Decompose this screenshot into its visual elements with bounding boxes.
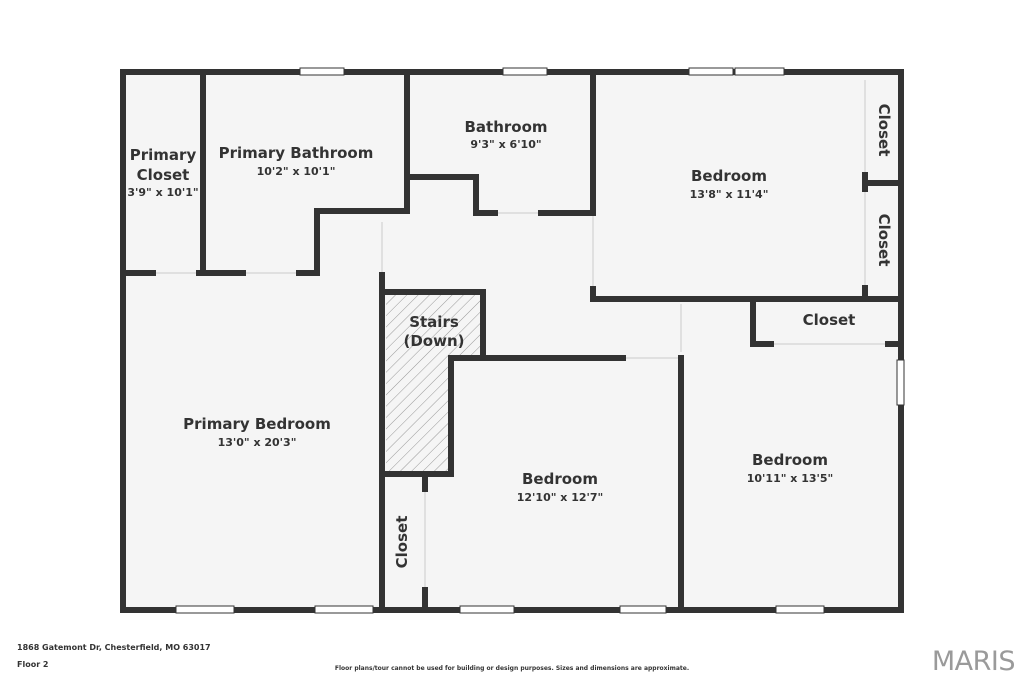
primary-closet-label-2: Closet [137,166,190,184]
primary-bathroom-label: Primary Bathroom [219,144,374,162]
floor-label: Floor 2 [17,660,49,669]
bedroom-center-label: Bedroom [522,470,598,488]
stairs-label-1: Stairs [409,313,459,331]
closet-ne-1-label: Closet [875,104,893,157]
primary-bedroom-label: Primary Bedroom [183,415,331,433]
bathroom-label: Bathroom [464,118,547,136]
closet-sw-label: Closet [393,516,411,569]
bathroom-dims: 9'3" x 6'10" [470,138,541,151]
closet-east-label: Closet [803,311,856,329]
disclaimer-text: Floor plans/tour cannot be used for buil… [334,665,690,672]
primary-closet-dims: 3'9" x 10'1" [127,186,198,199]
bedroom-se-dims: 10'11" x 13'5" [747,472,834,485]
bedroom-ne-label: Bedroom [691,167,767,185]
closet-ne-2-label: Closet [875,214,893,267]
primary-bathroom-dims: 10'2" x 10'1" [257,165,336,178]
stairs-hatch [386,293,483,472]
bedroom-ne-dims: 13'8" x 11'4" [690,188,769,201]
bedroom-center-dims: 12'10" x 12'7" [517,491,604,504]
door-edges [156,80,885,587]
stairs-label-2: (Down) [403,332,464,350]
windows-and-openings [175,67,905,614]
bedroom-se-label: Bedroom [752,451,828,469]
address-text: 1868 Gatemont Dr, Chesterfield, MO 63017 [17,643,211,652]
primary-closet-label-1: Primary [130,146,197,164]
maris-logo: MARIS [931,646,1016,677]
primary-bedroom-dims: 13'0" x 20'3" [218,436,297,449]
